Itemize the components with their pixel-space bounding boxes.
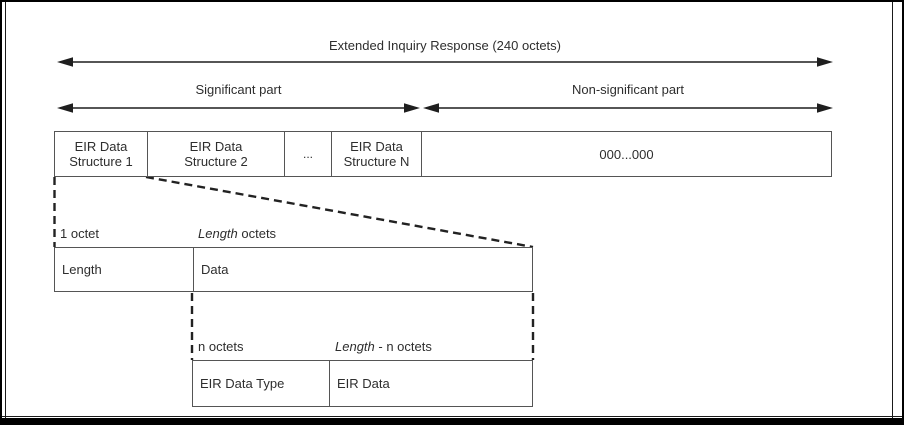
bottom-rule-thick <box>2 418 902 423</box>
level3-length-word: Length <box>335 339 375 354</box>
cell-eir-data-type: EIR Data Type <box>200 376 285 391</box>
non-significant-span-arrow <box>423 103 833 113</box>
significant-span-arrow <box>57 103 420 113</box>
eir-structures-row: EIR Data Structure 1 EIR Data Structure … <box>54 131 832 177</box>
cell-data: Data <box>193 248 532 291</box>
cell-length: Length <box>62 262 102 277</box>
bottom-rule-thin <box>2 416 902 417</box>
cell-ellipsis: ... <box>284 132 331 176</box>
cell-eir-structure-1: EIR Data Structure 1 <box>69 139 133 169</box>
level2-right-octets-label: Length octets <box>198 227 276 241</box>
eir-type-data-row: EIR Data Type EIR Data <box>192 360 533 407</box>
level3-octets-word: - n octets <box>374 339 432 354</box>
level2-octets-word: octets <box>237 226 277 241</box>
cell-eir-data: EIR Data <box>329 361 532 406</box>
level3-left-octets-label: n octets <box>198 339 244 354</box>
cell-eir-structure-2: EIR Data Structure 2 <box>147 132 284 176</box>
length-data-row: Length Data <box>54 247 533 292</box>
level2-left-octets-label: 1 octet <box>60 226 100 241</box>
significant-part-label: Significant part <box>195 82 282 97</box>
non-significant-part-label: Non-significant part <box>572 82 684 97</box>
cell-zero-padding: 000...000 <box>421 132 831 176</box>
expand-lines-level2 <box>53 175 534 249</box>
cell-eir-structure-n: EIR Data Structure N <box>331 132 421 176</box>
eir-span-arrow <box>57 57 833 67</box>
eir-span-label: Extended Inquiry Response (240 octets) <box>329 38 561 53</box>
level3-right-octets-label: Length - n octets <box>335 340 432 354</box>
expand-lines-level3 <box>190 293 535 360</box>
level2-length-word: Length <box>198 226 238 241</box>
